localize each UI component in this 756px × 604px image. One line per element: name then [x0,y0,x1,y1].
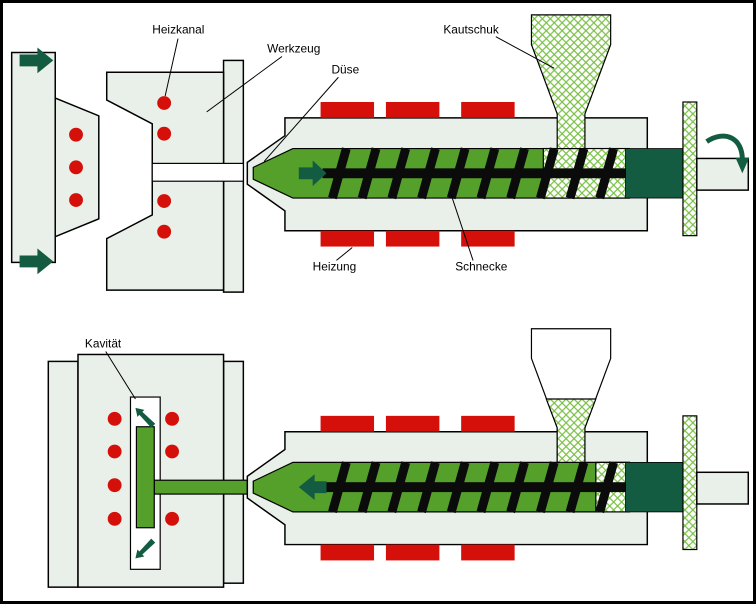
heater-band [461,230,515,247]
drive-rack [682,101,698,237]
heater-band [385,415,440,432]
clamp-arrow-right-top-icon [19,47,54,74]
heater-band [320,102,375,118]
heating-channel-dot [165,411,179,426]
molded-part [135,426,155,529]
diagram-svg: Heizkanal Werkzeug Düse Kautschuk Heizun… [10,14,750,588]
label-schnecke: Schnecke [455,259,508,273]
heater-band [320,544,375,561]
heating-channel-dot [107,444,122,459]
heater-band [385,230,440,247]
rotation-arrowhead-icon [735,157,750,174]
heating-channel-dot [69,160,83,175]
heating-channel-dot [157,194,172,208]
heating-channel-dot [165,511,179,526]
moving-platen [47,360,79,588]
heater-band [385,102,440,118]
melt-flow-arrow-left-icon [298,474,327,501]
top-machine: Heizkanal Werkzeug Düse Kautschuk Heizun… [10,14,750,293]
screw-core [322,482,626,493]
heater-band [320,230,375,247]
drive-shaft [696,471,750,505]
heater-band [320,415,375,432]
leader-line [105,351,136,400]
heating-channel-dot [69,193,83,207]
label-kautschuk: Kautschuk [443,23,499,37]
mold-backing-plate [222,360,245,584]
screw-flights [328,461,618,514]
leader-line [206,56,283,113]
moving-platen [10,51,56,264]
heating-channel-dot [107,511,122,526]
heating-channel-dot [157,224,172,239]
heater-band [385,544,440,561]
heating-channel-dot [107,411,122,426]
heating-channel-dot [157,96,172,110]
screw-core [322,168,626,179]
heater-band [461,415,515,432]
leader-line [495,36,555,69]
rotation-arrow-icon [705,133,745,160]
heating-channel-dot [157,126,172,141]
screw-drive-block [625,148,684,199]
label-duese: Düse [331,62,359,76]
leader-line [263,76,339,162]
heating-channel-dot [165,444,179,459]
screw-flights [328,147,618,200]
sprue-slot [151,162,244,182]
clamp-arrow-right-bottom-icon [19,248,54,275]
label-heizung: Heizung [313,259,357,273]
screw-drive-block [625,461,684,513]
fill-flow-arrow-up-icon [135,407,156,428]
label-kavitaet: Kavität [85,337,122,351]
label-heizkanal: Heizkanal [152,23,204,37]
hopper-material [545,398,597,463]
heater-band [461,544,515,561]
bottom-machine: Kavität [47,328,750,588]
hopper [530,14,612,150]
heating-channel-dot [69,127,83,142]
sprue-material [153,479,256,495]
heating-channel-dot [107,478,122,493]
fill-flow-arrow-down-icon [135,538,156,559]
leader-line [450,194,474,261]
leader-line [164,38,179,97]
drive-rack [682,415,698,551]
label-werkzeug: Werkzeug [267,42,320,56]
leader-line [336,247,353,261]
heater-band [461,102,515,118]
